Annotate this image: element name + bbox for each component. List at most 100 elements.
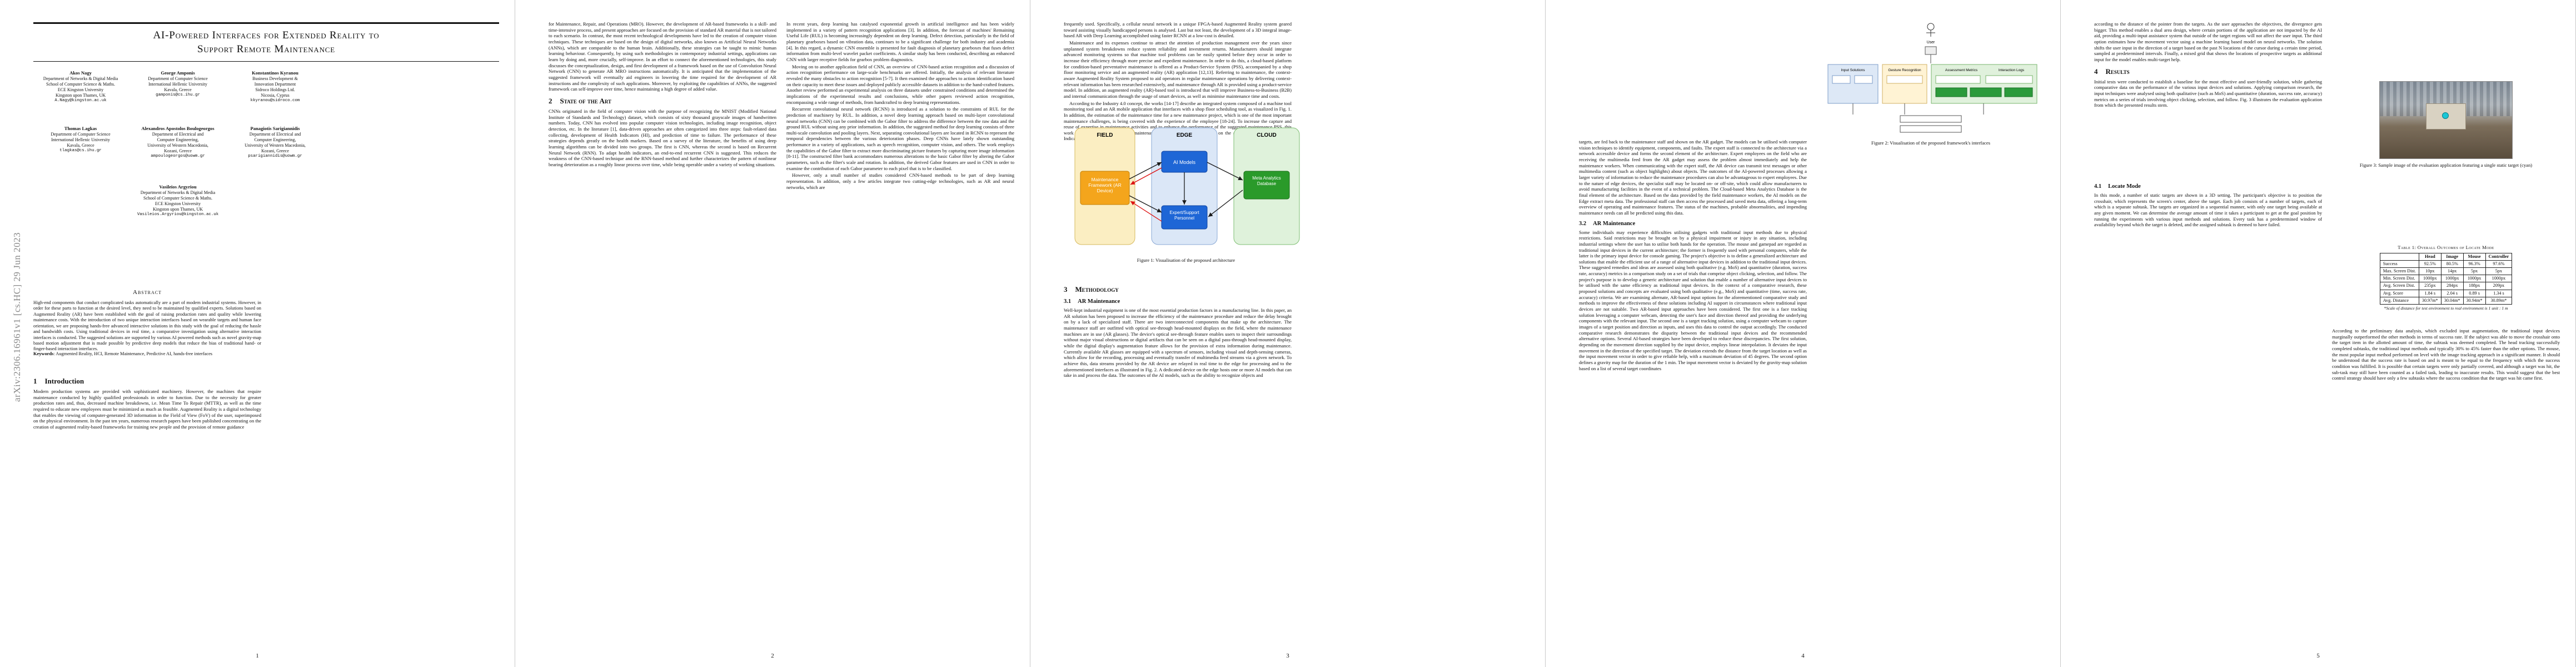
- bottom-box: [1900, 115, 1962, 123]
- page-5: according to the distance of the pointer…: [2061, 0, 2576, 667]
- expert-support-label: Expert/Support Personnel: [1169, 210, 1199, 221]
- green-box: [1935, 87, 1967, 97]
- paragraph: CNNs originated in the field of computer…: [549, 108, 776, 167]
- table-cell: 5px: [2485, 267, 2513, 276]
- sub-box: [1886, 75, 1923, 84]
- table-cell: Min. Screen Dist.: [2379, 275, 2419, 283]
- figure-caption: Figure 1: Visualisation of the proposed …: [1137, 257, 1235, 263]
- author-affiliation: Department of Computer Science: [148, 76, 208, 81]
- page-number: 5: [2316, 653, 2320, 659]
- table-cell: Max. Screen Dist.: [2379, 267, 2419, 276]
- author-name: Alexandros Apostolos Boulogeorgos: [141, 126, 215, 131]
- column-header: Head: [2418, 252, 2442, 261]
- panel-label: Assessment Metrics: [1945, 68, 1978, 72]
- interfaces-diagram: User Input Solutions Gesture Recognition…: [1827, 23, 2037, 133]
- column-left: according to the distance of the pointer…: [2094, 21, 2322, 109]
- static-target-icon: [2442, 112, 2449, 120]
- table-cell: 92.5%: [2418, 260, 2442, 268]
- author-name: Vasileios Argyriou: [159, 184, 197, 190]
- table-cell: 30.97m*: [2418, 296, 2442, 305]
- arrow-ai-to-field: [1130, 167, 1162, 185]
- arrow-field-to-expert: [1129, 195, 1162, 213]
- author-affiliation: Kozani, Greece: [261, 148, 289, 153]
- author-affiliation: ECE Kingston University: [155, 201, 201, 206]
- author-email[interactable]: psarigiannidis@uowm.gr: [248, 153, 302, 158]
- table-cell: Success: [2379, 260, 2419, 268]
- author-card: Akos Nagy Department of Networks & Digit…: [33, 70, 128, 103]
- sub-box: [1935, 75, 1981, 84]
- table-cell: 284px: [2440, 282, 2464, 290]
- table-cell: 2.04 s: [2440, 289, 2464, 297]
- page-1: arXiv:2306.16961v1 [cs.HC] 29 Jun 2023 A…: [0, 0, 515, 667]
- author-affiliation: University of Western Macedonia,: [245, 142, 306, 148]
- paragraph: According to the preliminary data analys…: [2332, 328, 2560, 381]
- column-header: Image: [2440, 252, 2464, 261]
- author-email[interactable]: gamponis@cs.ihu.gr: [156, 92, 200, 97]
- author-card: Panagiotis Sarigiannidis Department of E…: [228, 126, 322, 159]
- meta-analytics-label: Meta Analytics Database: [1252, 176, 1281, 186]
- table-cell: 1.84 s: [2418, 289, 2442, 297]
- author-email[interactable]: tlagkas@cs.ihu.gr: [59, 148, 102, 153]
- table-cell: 1.34 s: [2485, 289, 2513, 297]
- table-cell: 80.5%: [2440, 260, 2464, 268]
- author-affiliation: Kavala, Greece: [164, 87, 192, 92]
- panel-label: Interaction Logs: [1999, 68, 2025, 72]
- table-cell: 30.04m*: [2440, 296, 2464, 305]
- table-cell: 10px: [2418, 267, 2442, 276]
- page-number: 4: [1801, 653, 1805, 659]
- table-cell: 1000px: [2485, 275, 2513, 283]
- column-left: for Maintenance, Repair, and Operations …: [549, 21, 776, 169]
- author-name: Thomas Lagkas: [64, 126, 97, 131]
- table-cell: 5px: [2463, 267, 2486, 276]
- column-header: Mouse: [2463, 252, 2486, 261]
- column-left: frequently used. Specifically, a cellula…: [1064, 21, 1292, 143]
- paragraph: In recent years, deep learning has catal…: [786, 21, 1014, 62]
- author-affiliation: Department of Networks & Digital Media: [43, 76, 118, 81]
- column-header: [2379, 252, 2419, 261]
- author-affiliation: Department of Networks & Digital Media: [140, 190, 216, 195]
- paragraph: Moving on to another application field o…: [786, 63, 1014, 105]
- field-label: FIELD: [1097, 132, 1113, 138]
- author-affiliation: Kingston upon Thames, UK: [55, 92, 106, 98]
- author-email[interactable]: Vasileios.Argyriou@kingston.ac.uk: [137, 212, 219, 217]
- table-caption: Table 1: Overall Outcomes of Locate Mode: [2398, 245, 2494, 250]
- author-affiliation: Department of Computer Science: [51, 131, 111, 137]
- author-affiliation: Business Development &: [252, 76, 298, 81]
- table-cell: 30.94m*: [2463, 296, 2486, 305]
- author-card: Konstantinos Kyranou Business Developmen…: [228, 70, 322, 103]
- title-line-2: Support Remote Maintenance: [197, 43, 336, 55]
- panel-label: Gesture Recognition: [1888, 68, 1921, 72]
- page-3: frequently used. Specifically, a cellula…: [1030, 0, 1546, 667]
- title-rule-bottom: [33, 61, 499, 62]
- author-email[interactable]: ampoulogeorgos@uowm.gr: [151, 153, 205, 158]
- author-name: Konstantinos Kyranou: [252, 70, 298, 76]
- author-email[interactable]: A.Nagy@kingston.ac.uk: [54, 98, 107, 103]
- maintenance-framework-box: [1080, 171, 1130, 205]
- column-right: According to the preliminary data analys…: [2332, 328, 2560, 382]
- author-card: George Amponis Department of Computer Sc…: [131, 70, 225, 98]
- abstract-heading: Abstract: [133, 289, 162, 296]
- author-email[interactable]: kkyranou@sidroco.com: [250, 98, 300, 103]
- table-footnote: *Scale of distance for test environment …: [2384, 305, 2508, 311]
- author-name: Panagiotis Sarigiannidis: [250, 126, 300, 131]
- table-cell: 1000px: [2418, 275, 2442, 283]
- author-affiliation: Nicosia, Cyprus: [261, 92, 290, 98]
- table-header-row: Head Image Mouse Controller: [2379, 252, 2513, 261]
- green-box: [2004, 87, 2033, 97]
- paragraph: However, only a small number of studies …: [786, 172, 1014, 190]
- column-header: Controller: [2485, 252, 2513, 261]
- paragraph: frequently used. Specifically, a cellula…: [1064, 21, 1292, 39]
- column-left: targets, are fed back to the maintenance…: [1579, 139, 1807, 372]
- author-card: Thomas Lagkas Department of Computer Sci…: [33, 126, 128, 153]
- paper-title: AI-Powered Interfaces for Extended Reali…: [33, 29, 499, 56]
- keywords-text: Augmented Reality, HCI, Remote Maintenan…: [56, 351, 213, 356]
- green-box: [1970, 87, 2002, 97]
- author-name: Akos Nagy: [69, 70, 92, 76]
- meta-analytics-box: [1243, 171, 1290, 200]
